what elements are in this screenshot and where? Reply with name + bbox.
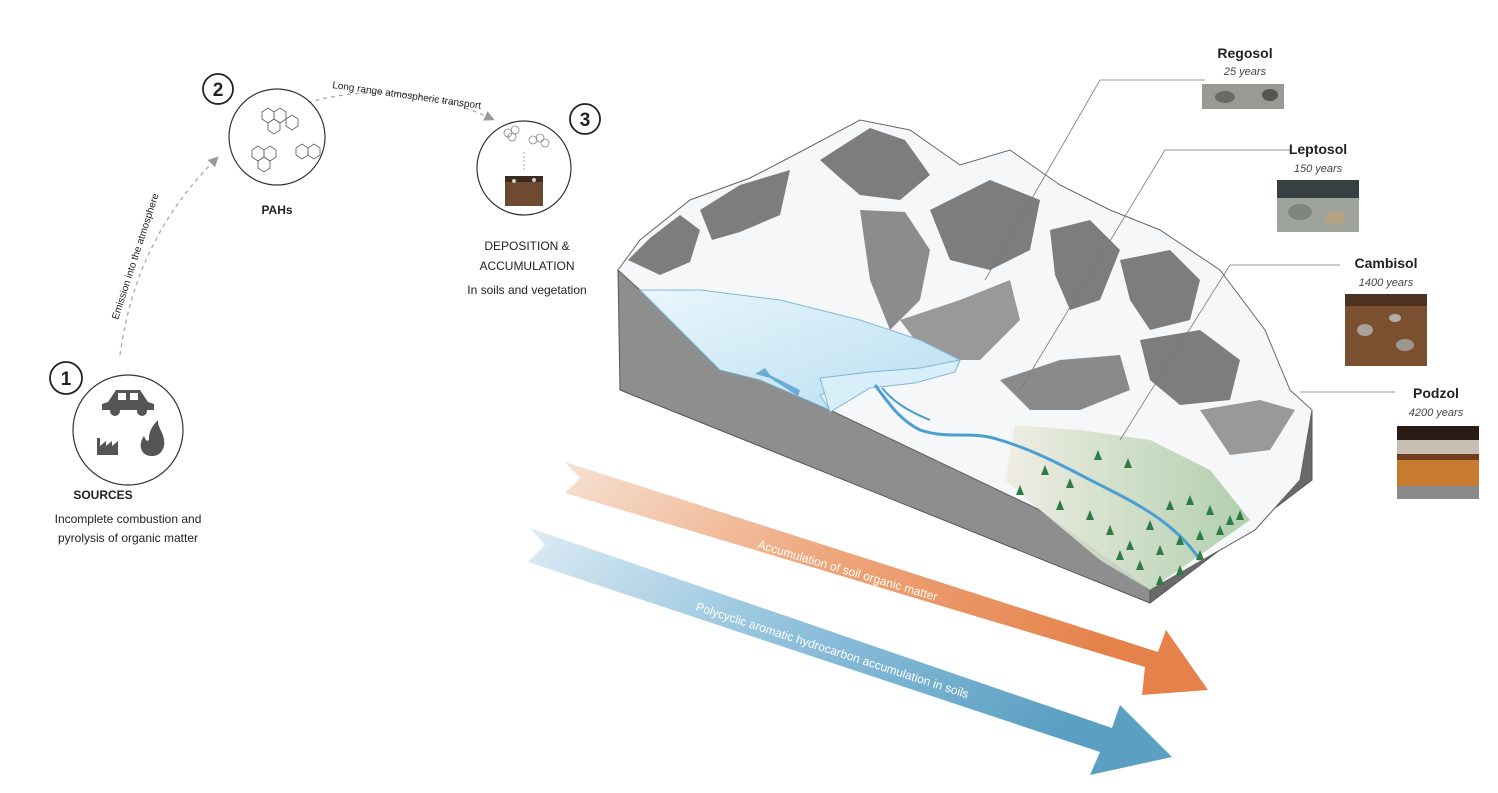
step-number: 2 bbox=[213, 80, 224, 101]
soil-cambisol: Cambisol 1400 years bbox=[1345, 255, 1427, 366]
step-pahs: 2 PAHs bbox=[202, 73, 326, 217]
molecule-icon bbox=[251, 107, 321, 173]
pah-accumulation-label: Polycyclic aromatic hydrocarbon accumula… bbox=[694, 600, 970, 702]
emission-arrow bbox=[119, 156, 219, 356]
sources-line-1: Incomplete combustion and bbox=[55, 512, 202, 526]
transport-arrow bbox=[299, 92, 495, 121]
step-badge-2 bbox=[202, 73, 234, 105]
molecule-icon bbox=[503, 125, 550, 148]
soil-block-icon bbox=[505, 176, 543, 206]
soil-podzol: Podzol 4200 years bbox=[1397, 385, 1479, 499]
river-branch bbox=[881, 387, 931, 421]
car-icon bbox=[102, 390, 154, 416]
sources-line-2: pyrolysis of organic matter bbox=[58, 531, 198, 545]
deposition-title-2: ACCUMULATION bbox=[479, 259, 574, 273]
regosol-leader bbox=[984, 79, 1205, 281]
soil-leptosol: Leptosol 150 years bbox=[1277, 141, 1359, 232]
deposition-title-1: DEPOSITION & bbox=[484, 239, 569, 253]
soil-name: Podzol bbox=[1413, 385, 1459, 401]
deposition-line: In soils and vegetation bbox=[467, 283, 586, 297]
leptosol-leader bbox=[1019, 149, 1290, 391]
sources-title: SOURCES bbox=[73, 488, 132, 502]
soil-name: Regosol bbox=[1217, 45, 1272, 61]
pahs-title: PAHs bbox=[261, 203, 292, 217]
emission-label: Emission into the atmosphere bbox=[110, 192, 161, 321]
soil-name: Cambisol bbox=[1354, 255, 1417, 271]
step-badge-1 bbox=[49, 361, 83, 395]
step-badge-3 bbox=[569, 103, 601, 135]
glacier-front bbox=[819, 359, 961, 413]
soil-profiles: Regosol 25 years Leptosol 150 years Camb… bbox=[984, 45, 1479, 499]
conifer-trees bbox=[1016, 450, 1244, 585]
soil-age: 150 years bbox=[1294, 163, 1343, 175]
ice-flow-arrow bbox=[755, 368, 800, 396]
step-number: 1 bbox=[61, 369, 72, 390]
trend-arrows bbox=[528, 462, 1208, 775]
soil-regosol: Regosol 25 years bbox=[1202, 45, 1284, 109]
transport-label: Long range atmospheric transport bbox=[332, 80, 482, 112]
pah-cycle: Emission into the atmosphere Long range … bbox=[49, 73, 601, 545]
soil-name: Leptosol bbox=[1289, 141, 1347, 157]
river bbox=[873, 384, 1202, 561]
soil-age: 4200 years bbox=[1409, 407, 1464, 419]
landscape-block bbox=[617, 119, 1313, 605]
step-number: 3 bbox=[580, 110, 591, 131]
organic-matter-arrow bbox=[565, 462, 1208, 695]
pahs-circle bbox=[228, 88, 326, 186]
rock-outcrops bbox=[628, 128, 1295, 455]
step-deposition: 3 DEPOSITION & ACCUMULATION In soils and… bbox=[467, 103, 601, 297]
pah-accumulation-arrow bbox=[528, 528, 1172, 775]
sources-circle bbox=[72, 374, 184, 486]
fire-icon bbox=[140, 420, 165, 456]
organic-matter-label: Accumulation of soil organic matter bbox=[756, 537, 939, 603]
cambisol-leader bbox=[1119, 264, 1340, 441]
soil-age: 25 years bbox=[1223, 66, 1267, 78]
step-sources: 1 SOURCES Incomplete combustion and pyro… bbox=[49, 361, 202, 545]
soil-age: 1400 years bbox=[1359, 277, 1414, 289]
factory-icon bbox=[97, 438, 118, 455]
